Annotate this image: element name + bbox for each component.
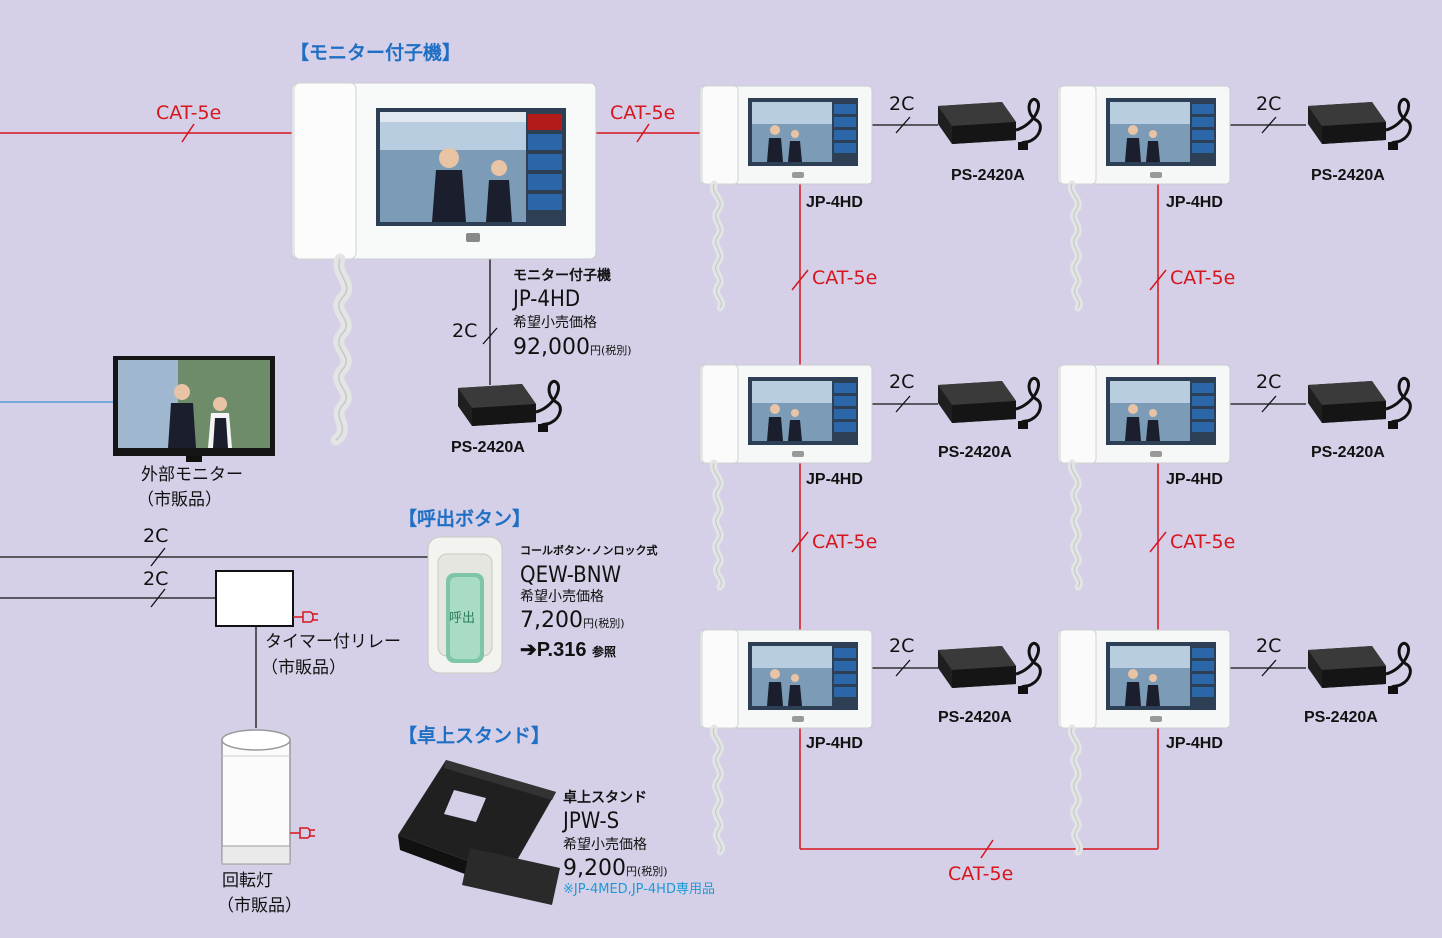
psu-label-5: PS-2420A: [938, 709, 1012, 726]
section-title-call-button: 【呼出ボタン】: [398, 508, 532, 530]
main-unit-price: 92,000円(税別): [513, 337, 632, 359]
desk-stand-category: 卓上スタンド: [563, 790, 647, 806]
psu-label-4: PS-2420A: [1311, 444, 1385, 461]
jp4hd-label-2: JP-4HD: [1166, 194, 1223, 211]
desk-stand-price: 9,200円(税別): [563, 858, 668, 880]
psu-label-2: PS-2420A: [1311, 167, 1385, 184]
psu-2: [1306, 97, 1412, 152]
external-monitor-image: [113, 356, 275, 462]
call-button-price: 7,200円(税別): [520, 610, 625, 632]
call-button-image: [427, 536, 503, 674]
external-monitor-name: 外部モニター: [141, 465, 243, 485]
call-button-ref[interactable]: ➔P.316 参照: [520, 640, 616, 660]
call-button-price-label: 希望小売価格: [520, 589, 604, 605]
rotary-lamp-image: [221, 729, 291, 865]
cat5e-label-bottom: CAT-5e: [948, 863, 1014, 885]
2c-wires: [0, 116, 1306, 728]
external-monitor-note: （市販品）: [137, 490, 222, 510]
cat5e-label-col2-row2: CAT-5e: [1170, 531, 1236, 553]
2c-label-3: 2C: [889, 371, 915, 393]
psu-label-1: PS-2420A: [951, 167, 1025, 184]
cat5e-label-input: CAT-5e: [156, 102, 222, 124]
2c-label-relay-line: 2C: [143, 568, 169, 590]
2c-label-2: 2C: [1256, 93, 1282, 115]
psu-label-3: PS-2420A: [938, 444, 1012, 461]
desk-stand-price-value: 9,200: [563, 856, 626, 881]
desk-stand-model: JPW-S: [563, 809, 620, 834]
2c-label-6: 2C: [1256, 635, 1282, 657]
2c-label-4: 2C: [1256, 371, 1282, 393]
desk-stand-image: [398, 760, 560, 905]
main-unit-price-label: 希望小売価格: [513, 315, 597, 331]
2c-label-main: 2C: [452, 320, 478, 342]
2c-label-call-line: 2C: [143, 525, 169, 547]
main-unit-model: JP-4HD: [513, 287, 581, 312]
relay-plug-icon: [293, 611, 318, 623]
desk-stand-note: ※JP-4MED,JP-4HD専用品: [563, 882, 715, 897]
psu-1: [936, 97, 1042, 152]
rotary-lamp-name: 回転灯: [222, 871, 273, 891]
psu-4: [1306, 376, 1412, 431]
2c-label-5: 2C: [889, 635, 915, 657]
timer-relay-box: [215, 570, 294, 627]
rotary-lamp-note: （市販品）: [217, 896, 302, 916]
timer-relay-note: （市販品）: [261, 658, 346, 678]
desk-stand-price-label: 希望小売価格: [563, 837, 647, 853]
jp4hd-label-1: JP-4HD: [806, 194, 863, 211]
desk-stand-price-unit: 円(税別): [625, 865, 668, 878]
section-title-monitor-slave: 【モニター付子機】: [290, 42, 462, 64]
call-button-face-text: 呼出: [449, 611, 476, 626]
jp4hd-label-4: JP-4HD: [1166, 471, 1223, 488]
cat5e-label-col2-row1: CAT-5e: [1170, 267, 1236, 289]
jp4hd-label-6: JP-4HD: [1166, 735, 1223, 752]
cat5e-label-col1-row1: CAT-5e: [812, 267, 878, 289]
call-button-ref-page[interactable]: ➔P.316: [520, 639, 587, 661]
section-title-desk-stand: 【卓上スタンド】: [398, 725, 551, 747]
call-button-ref-label: 参照: [592, 645, 617, 659]
main-psu-image: [456, 379, 562, 434]
psu-6: [1306, 641, 1412, 696]
cat5e-wires: [0, 123, 1167, 859]
psu-5: [936, 641, 1042, 696]
psu-3: [936, 376, 1042, 431]
timer-relay-name: タイマー付リレー: [265, 632, 401, 652]
2c-label-1: 2C: [889, 93, 915, 115]
call-button-price-unit: 円(税別): [582, 617, 625, 630]
main-unit-category: モニター付子機: [513, 268, 611, 284]
main-unit-price-value: 92,000: [513, 335, 590, 360]
psu-label-6: PS-2420A: [1304, 709, 1378, 726]
jp4hd-label-5: JP-4HD: [806, 735, 863, 752]
cat5e-label-main: CAT-5e: [610, 102, 676, 124]
call-button-category: コールボタン･ノンロック式: [520, 544, 658, 557]
jp4hd-label-3: JP-4HD: [806, 471, 863, 488]
main-psu-label: PS-2420A: [451, 439, 525, 456]
lamp-plug-icon: [290, 827, 315, 839]
call-button-price-value: 7,200: [520, 608, 583, 633]
main-monitor-unit-image: [291, 82, 597, 446]
call-button-model: QEW-BNW: [520, 563, 622, 588]
main-unit-price-unit: 円(税別): [589, 344, 632, 357]
cat5e-label-col1-row2: CAT-5e: [812, 531, 878, 553]
